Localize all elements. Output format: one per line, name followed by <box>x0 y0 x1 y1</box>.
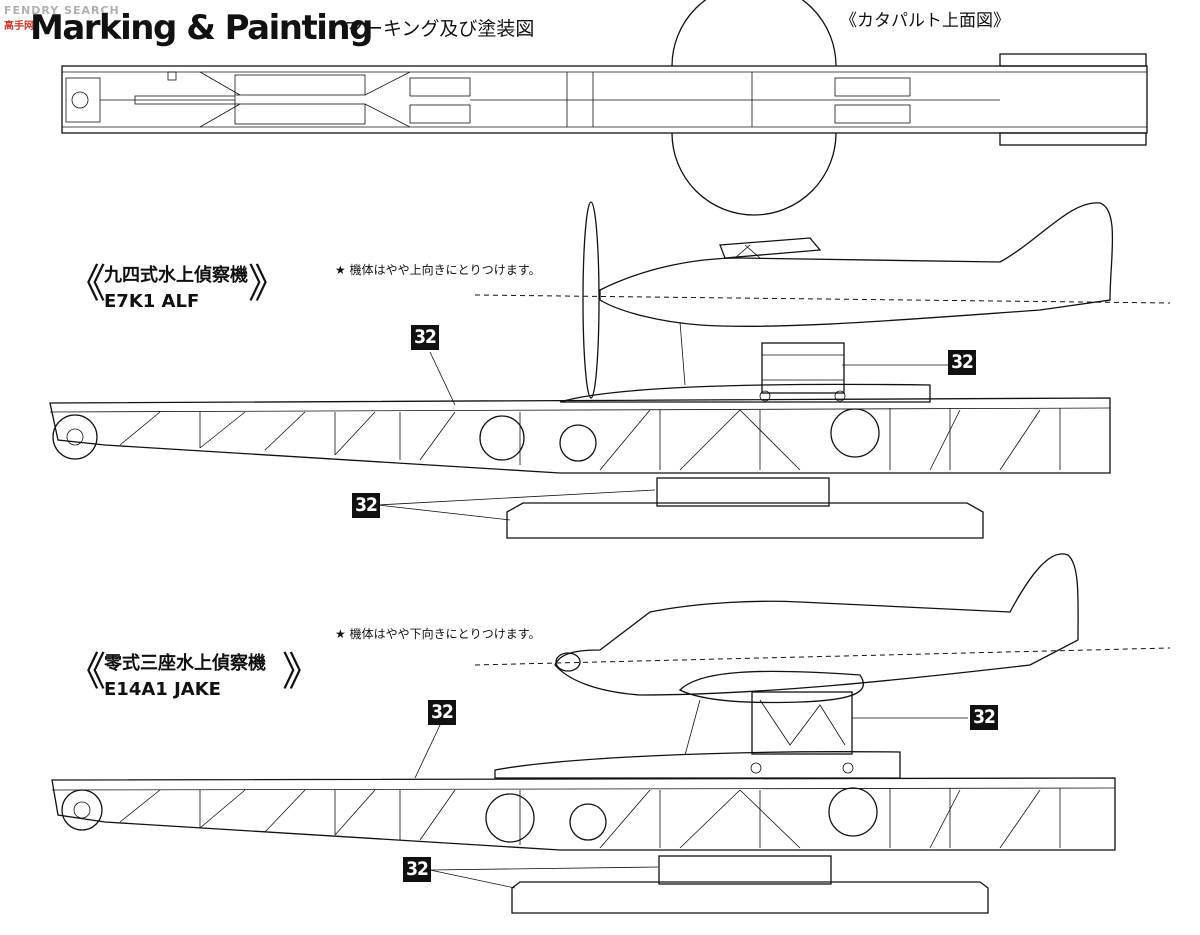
topview-label: 《カタパルト上面図》 <box>840 11 1010 31</box>
part-number-badge: 32 <box>411 325 439 350</box>
e7k1-aircraft-outline <box>474 201 1171 403</box>
catapult-top-view <box>61 0 1148 216</box>
part-number-badge: 32 <box>403 857 431 882</box>
part-number-badge: 32 <box>948 350 976 375</box>
mount-note: ★ 機体はやや上向きにとりつけます。 <box>335 263 541 277</box>
page-subtitle: マーキング及び塗装図 <box>345 18 535 40</box>
e14a1-aircraft-outline <box>474 553 1171 779</box>
aircraft-name-en: E14A1 JAKE <box>104 679 221 700</box>
left-bracket: 《 <box>66 261 106 307</box>
right-bracket: 》 <box>248 261 288 307</box>
part-number-badge: 32 <box>352 493 380 518</box>
aircraft-name-en: E7K1 ALF <box>104 291 200 312</box>
left-bracket: 《 <box>66 649 106 695</box>
aircraft-name-jp: 九四式水上偵察機 <box>104 265 248 286</box>
watermark-logo: 高手网 <box>4 21 34 32</box>
part-number-badge: 32 <box>428 700 456 725</box>
right-bracket: 》 <box>282 649 322 695</box>
mount-note: ★ 機体はやや下向きにとりつけます。 <box>335 627 541 641</box>
part-number-badge: 32 <box>970 705 998 730</box>
e14a1-catapult-side <box>51 724 1116 914</box>
watermark-text: FENDRY SEARCH <box>4 4 120 17</box>
e7k1-catapult-side <box>49 351 1111 539</box>
aircraft-name-jp: 零式三座水上偵察機 <box>104 653 266 674</box>
page-title: Marking & Painting <box>30 8 373 48</box>
